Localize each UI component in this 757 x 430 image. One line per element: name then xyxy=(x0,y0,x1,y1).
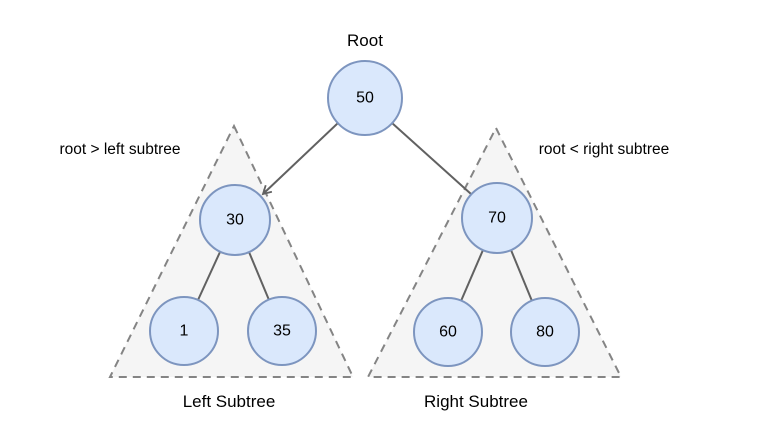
left-subtree-label: Left Subtree xyxy=(183,392,276,411)
right-subtree-label: Right Subtree xyxy=(424,392,528,411)
edge-root-to-left-child xyxy=(261,122,339,196)
node-root-circle xyxy=(327,60,403,136)
edge-right-child-to-right-leaf xyxy=(510,249,533,302)
edge-root-to-right-child xyxy=(391,122,472,195)
node-right-left-leaf-circle xyxy=(413,297,483,367)
node-root-value: 50 xyxy=(356,90,374,107)
edge-left-child-to-right-leaf xyxy=(248,251,270,301)
node-left-left-leaf-value: 1 xyxy=(180,323,189,340)
node-left-right-leaf-circle xyxy=(247,296,317,366)
right-annotation: root < right subtree xyxy=(539,141,670,158)
node-left-left-leaf-circle xyxy=(149,296,219,366)
node-right-child-circle xyxy=(461,182,533,254)
node-left-child-value: 30 xyxy=(226,212,244,229)
node-right-left-leaf-value: 60 xyxy=(439,324,457,341)
left-annotation: root > left subtree xyxy=(59,141,180,158)
edge-right-child-to-left-leaf xyxy=(460,249,484,302)
node-right-right-leaf-value: 80 xyxy=(536,324,554,341)
node-right-child-value: 70 xyxy=(488,210,506,227)
node-left-right-leaf-value: 35 xyxy=(273,323,291,340)
node-left-child-circle xyxy=(199,184,271,256)
root-label: Root xyxy=(347,31,383,50)
edge-left-child-to-left-leaf xyxy=(197,251,221,301)
node-right-right-leaf-circle xyxy=(510,297,580,367)
